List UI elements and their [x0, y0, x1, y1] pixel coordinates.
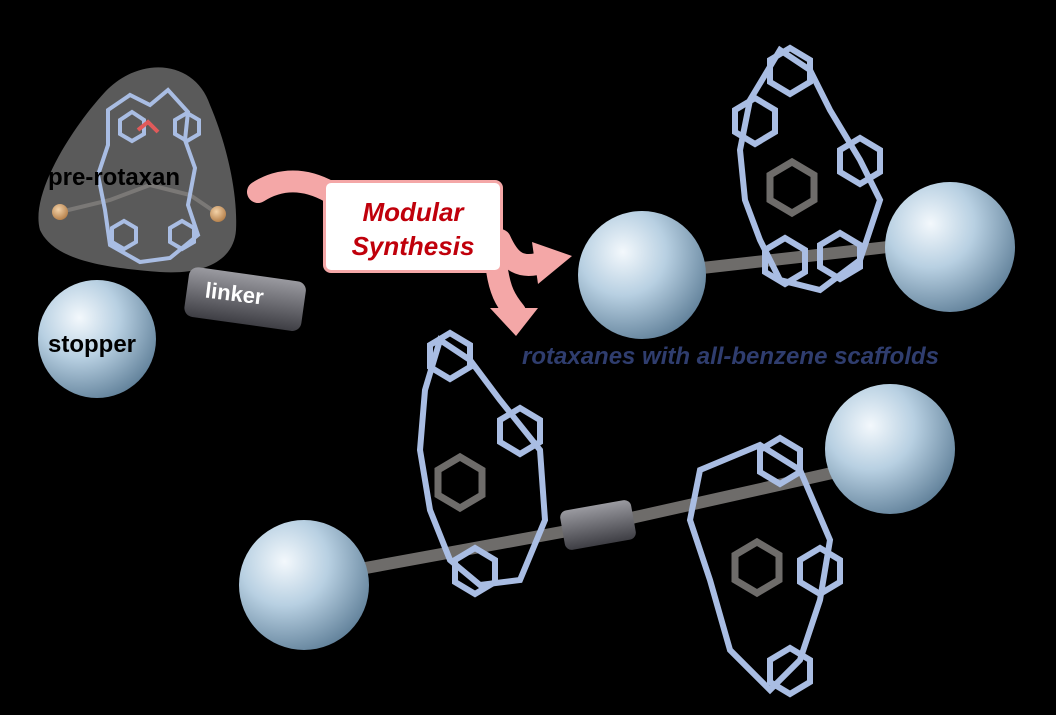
modular-label: Modular [362, 197, 464, 227]
pre-rotaxane-molecule [52, 87, 226, 265]
rotaxane-upper [578, 44, 1015, 339]
stopper-sphere [38, 280, 156, 398]
arrowhead-right [532, 242, 572, 284]
stopper-label: stopper [48, 331, 137, 358]
linker-block [184, 267, 306, 331]
rotaxane-lower [239, 329, 955, 698]
arrowhead-down [490, 308, 538, 336]
pre-rotaxane-label: pre-rotaxan [48, 164, 181, 191]
result-caption: rotaxanes with all-benzene scaffolds [522, 343, 940, 370]
synthesis-label: Synthesis [351, 231, 475, 261]
modular-synthesis-box: Modular Synthesis [323, 180, 503, 273]
